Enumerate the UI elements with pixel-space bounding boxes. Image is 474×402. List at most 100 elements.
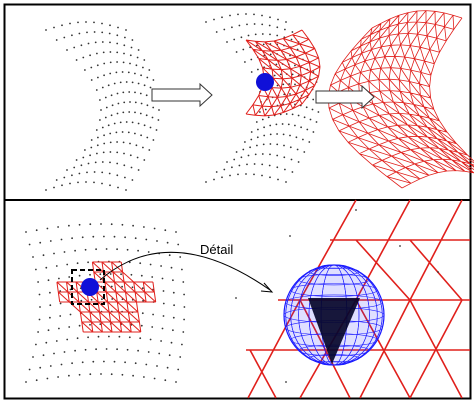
point [246, 163, 248, 166]
point [277, 18, 279, 21]
detail-selection-box [71, 269, 105, 305]
point [55, 340, 58, 342]
point [142, 66, 144, 69]
point [75, 59, 78, 61]
point-cloud-panel [45, 21, 160, 191]
point [231, 166, 233, 169]
point [59, 302, 62, 305]
point [137, 249, 140, 252]
point [276, 26, 279, 29]
point [306, 128, 309, 131]
point [253, 13, 255, 16]
point [261, 153, 264, 155]
point [147, 251, 150, 253]
point [134, 72, 136, 75]
point [245, 13, 247, 15]
point [269, 124, 272, 127]
figure-border [3, 3, 472, 400]
point [244, 141, 246, 143]
point [45, 341, 48, 344]
point [87, 261, 89, 264]
point [35, 229, 38, 232]
point [172, 329, 174, 332]
point [311, 108, 314, 111]
point [250, 58, 253, 61]
point [173, 304, 176, 307]
point [160, 265, 163, 267]
point [273, 74, 276, 77]
point [109, 61, 112, 64]
point [250, 131, 253, 133]
point [246, 23, 248, 26]
point [82, 56, 85, 59]
point [242, 48, 245, 51]
point [66, 49, 68, 51]
point [131, 81, 134, 84]
point [117, 186, 119, 189]
point [39, 306, 41, 308]
right-arrow-icon [315, 84, 375, 110]
point [399, 245, 401, 247]
point [69, 288, 72, 291]
point [89, 323, 91, 326]
point [84, 149, 86, 151]
point [294, 83, 296, 86]
point [139, 337, 142, 340]
point [35, 343, 37, 346]
point [126, 348, 129, 351]
point [142, 146, 144, 149]
point [205, 21, 207, 23]
point [215, 31, 218, 33]
point [221, 16, 223, 19]
point [170, 266, 173, 269]
point [168, 254, 171, 257]
point [78, 223, 81, 226]
point [152, 313, 155, 316]
point [87, 336, 89, 339]
point [47, 279, 50, 282]
point [145, 363, 148, 366]
point [116, 174, 119, 177]
point [276, 133, 278, 135]
point [124, 36, 126, 39]
point [84, 248, 87, 251]
point [123, 52, 125, 55]
point [140, 134, 143, 137]
point [60, 363, 63, 366]
point [92, 235, 95, 238]
point [285, 181, 287, 183]
point [302, 138, 304, 141]
point [135, 144, 138, 147]
point [162, 315, 165, 317]
point [85, 181, 87, 183]
point [137, 49, 140, 51]
point [312, 131, 315, 133]
point [136, 56, 139, 59]
partial-mesh-panel [205, 13, 321, 183]
point [269, 33, 271, 36]
point [297, 161, 300, 163]
point [49, 304, 52, 307]
point [109, 41, 111, 44]
point [253, 23, 256, 25]
point [143, 124, 146, 127]
point [66, 263, 69, 266]
point [131, 121, 134, 124]
point [303, 116, 306, 119]
point [256, 44, 258, 47]
point [295, 136, 298, 139]
point [281, 123, 284, 125]
point [240, 36, 243, 39]
point [124, 176, 126, 179]
point [101, 182, 103, 185]
point [143, 226, 145, 228]
point [223, 168, 226, 171]
point [59, 315, 62, 317]
point [238, 24, 241, 27]
point [107, 124, 110, 127]
point [102, 51, 105, 54]
point [276, 154, 279, 157]
point [285, 21, 287, 23]
point [63, 351, 66, 353]
point [90, 66, 93, 69]
